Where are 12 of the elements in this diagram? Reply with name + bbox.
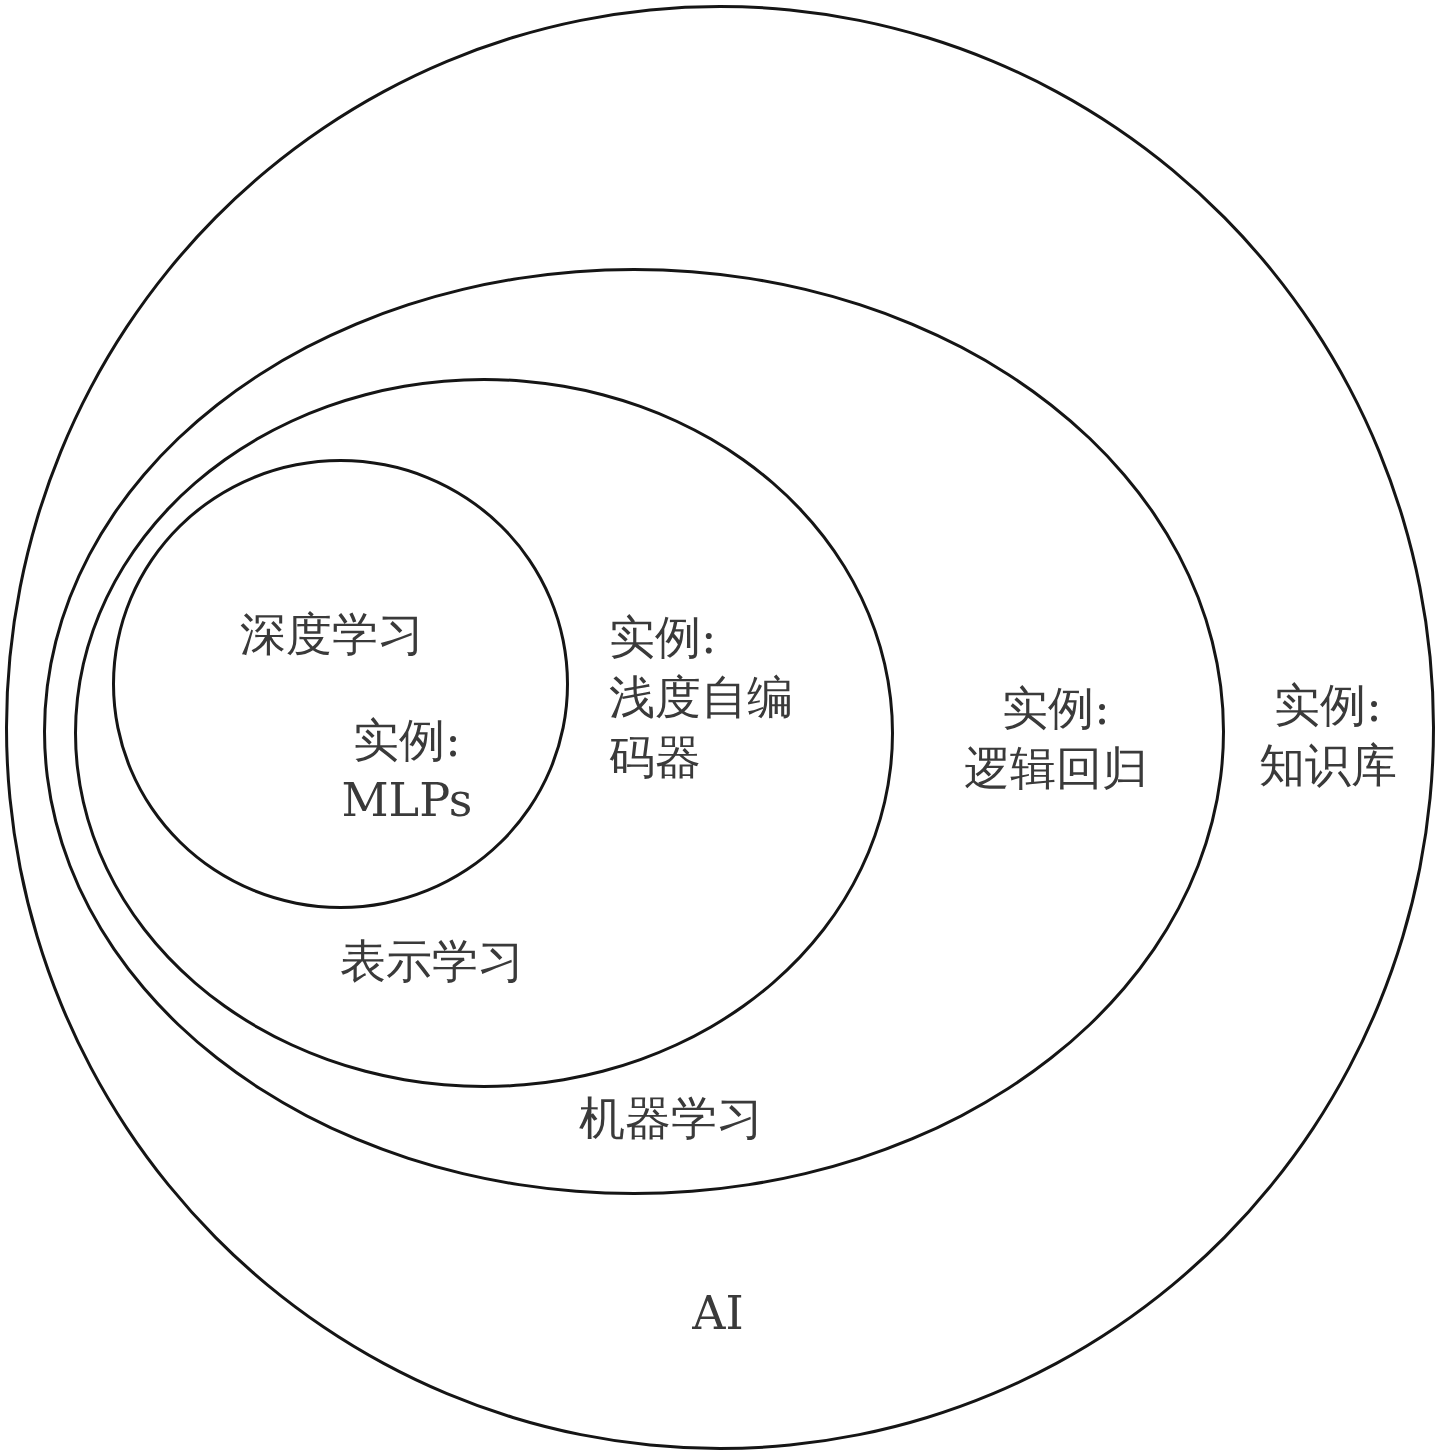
- example-text: 实例: 浅度自编码器: [609, 609, 794, 786]
- example-text: 实例: 逻辑回归: [963, 680, 1149, 797]
- ellipse: [43, 268, 1225, 1195]
- ellipse: [112, 459, 569, 909]
- ellipse: [74, 378, 894, 1088]
- ellipse: [5, 5, 1435, 1450]
- category-label: 机器学习: [578, 1090, 764, 1147]
- example-text: 实例: 知识库: [1258, 677, 1398, 794]
- example-text: 实例: MLPs: [340, 712, 474, 829]
- category-label: 表示学习: [338, 933, 525, 990]
- category-label: 深度学习: [239, 606, 425, 663]
- category-label: AI: [691, 1285, 745, 1342]
